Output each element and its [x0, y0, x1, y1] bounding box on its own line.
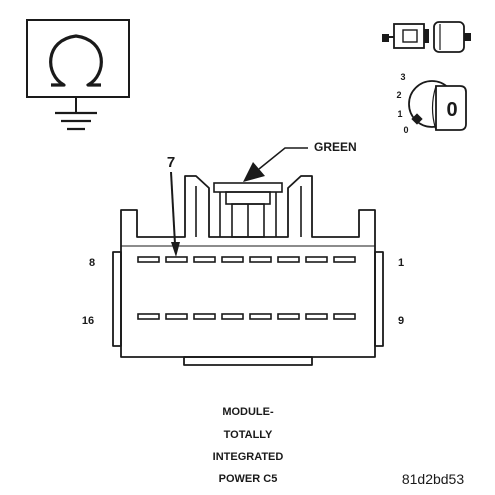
- cavity-15: [165, 313, 188, 320]
- cavity-4: [249, 256, 272, 263]
- key-position-0: 0: [403, 125, 408, 135]
- cavity-7: [165, 256, 188, 263]
- pin-label-top-right: 1: [398, 257, 404, 269]
- key-position-2: 2: [396, 90, 401, 100]
- connector-disconnected-icon: [382, 21, 471, 53]
- connector-latch: [195, 182, 302, 238]
- cavity-9: [333, 313, 356, 320]
- connector-color-label: GREEN: [314, 140, 357, 154]
- cavity-14: [193, 313, 216, 320]
- ohmmeter-ground-icon: [26, 19, 130, 131]
- caption-line-3: INTEGRATED: [213, 451, 284, 463]
- cavity-6: [193, 256, 216, 263]
- caption-line-2: TOTALLY: [224, 429, 273, 441]
- cavity-3: [277, 256, 300, 263]
- color-leader-arrow: [243, 147, 308, 182]
- key-position-3: 3: [400, 72, 405, 82]
- ignition-key-icon: [408, 80, 467, 131]
- cavity-2: [305, 256, 328, 263]
- cavity-1: [333, 256, 356, 263]
- connector-body: [112, 175, 384, 366]
- cavity-8: [137, 256, 160, 263]
- pin-pointer-arrow: [170, 171, 180, 257]
- cavity-row-top: [137, 256, 356, 263]
- pin-label-top-left: 8: [89, 257, 95, 269]
- caption-line-1: MODULE-: [222, 406, 274, 418]
- pin-label-bottom-right: 9: [398, 315, 404, 327]
- caption-line-4: POWER C5: [219, 473, 278, 485]
- cavity-12: [249, 313, 272, 320]
- cavity-row-bottom: [137, 313, 356, 320]
- pin-pointer-label: 7: [167, 154, 175, 171]
- key-position-1: 1: [397, 109, 402, 119]
- cavity-10: [305, 313, 328, 320]
- key-current-position: 0: [446, 99, 457, 121]
- pin-label-bottom-left: 16: [82, 315, 94, 327]
- cavity-13: [221, 313, 244, 320]
- cavity-16: [137, 313, 160, 320]
- figure-id: 81d2bd53: [402, 471, 465, 487]
- cavity-5: [221, 256, 244, 263]
- cavity-11: [277, 313, 300, 320]
